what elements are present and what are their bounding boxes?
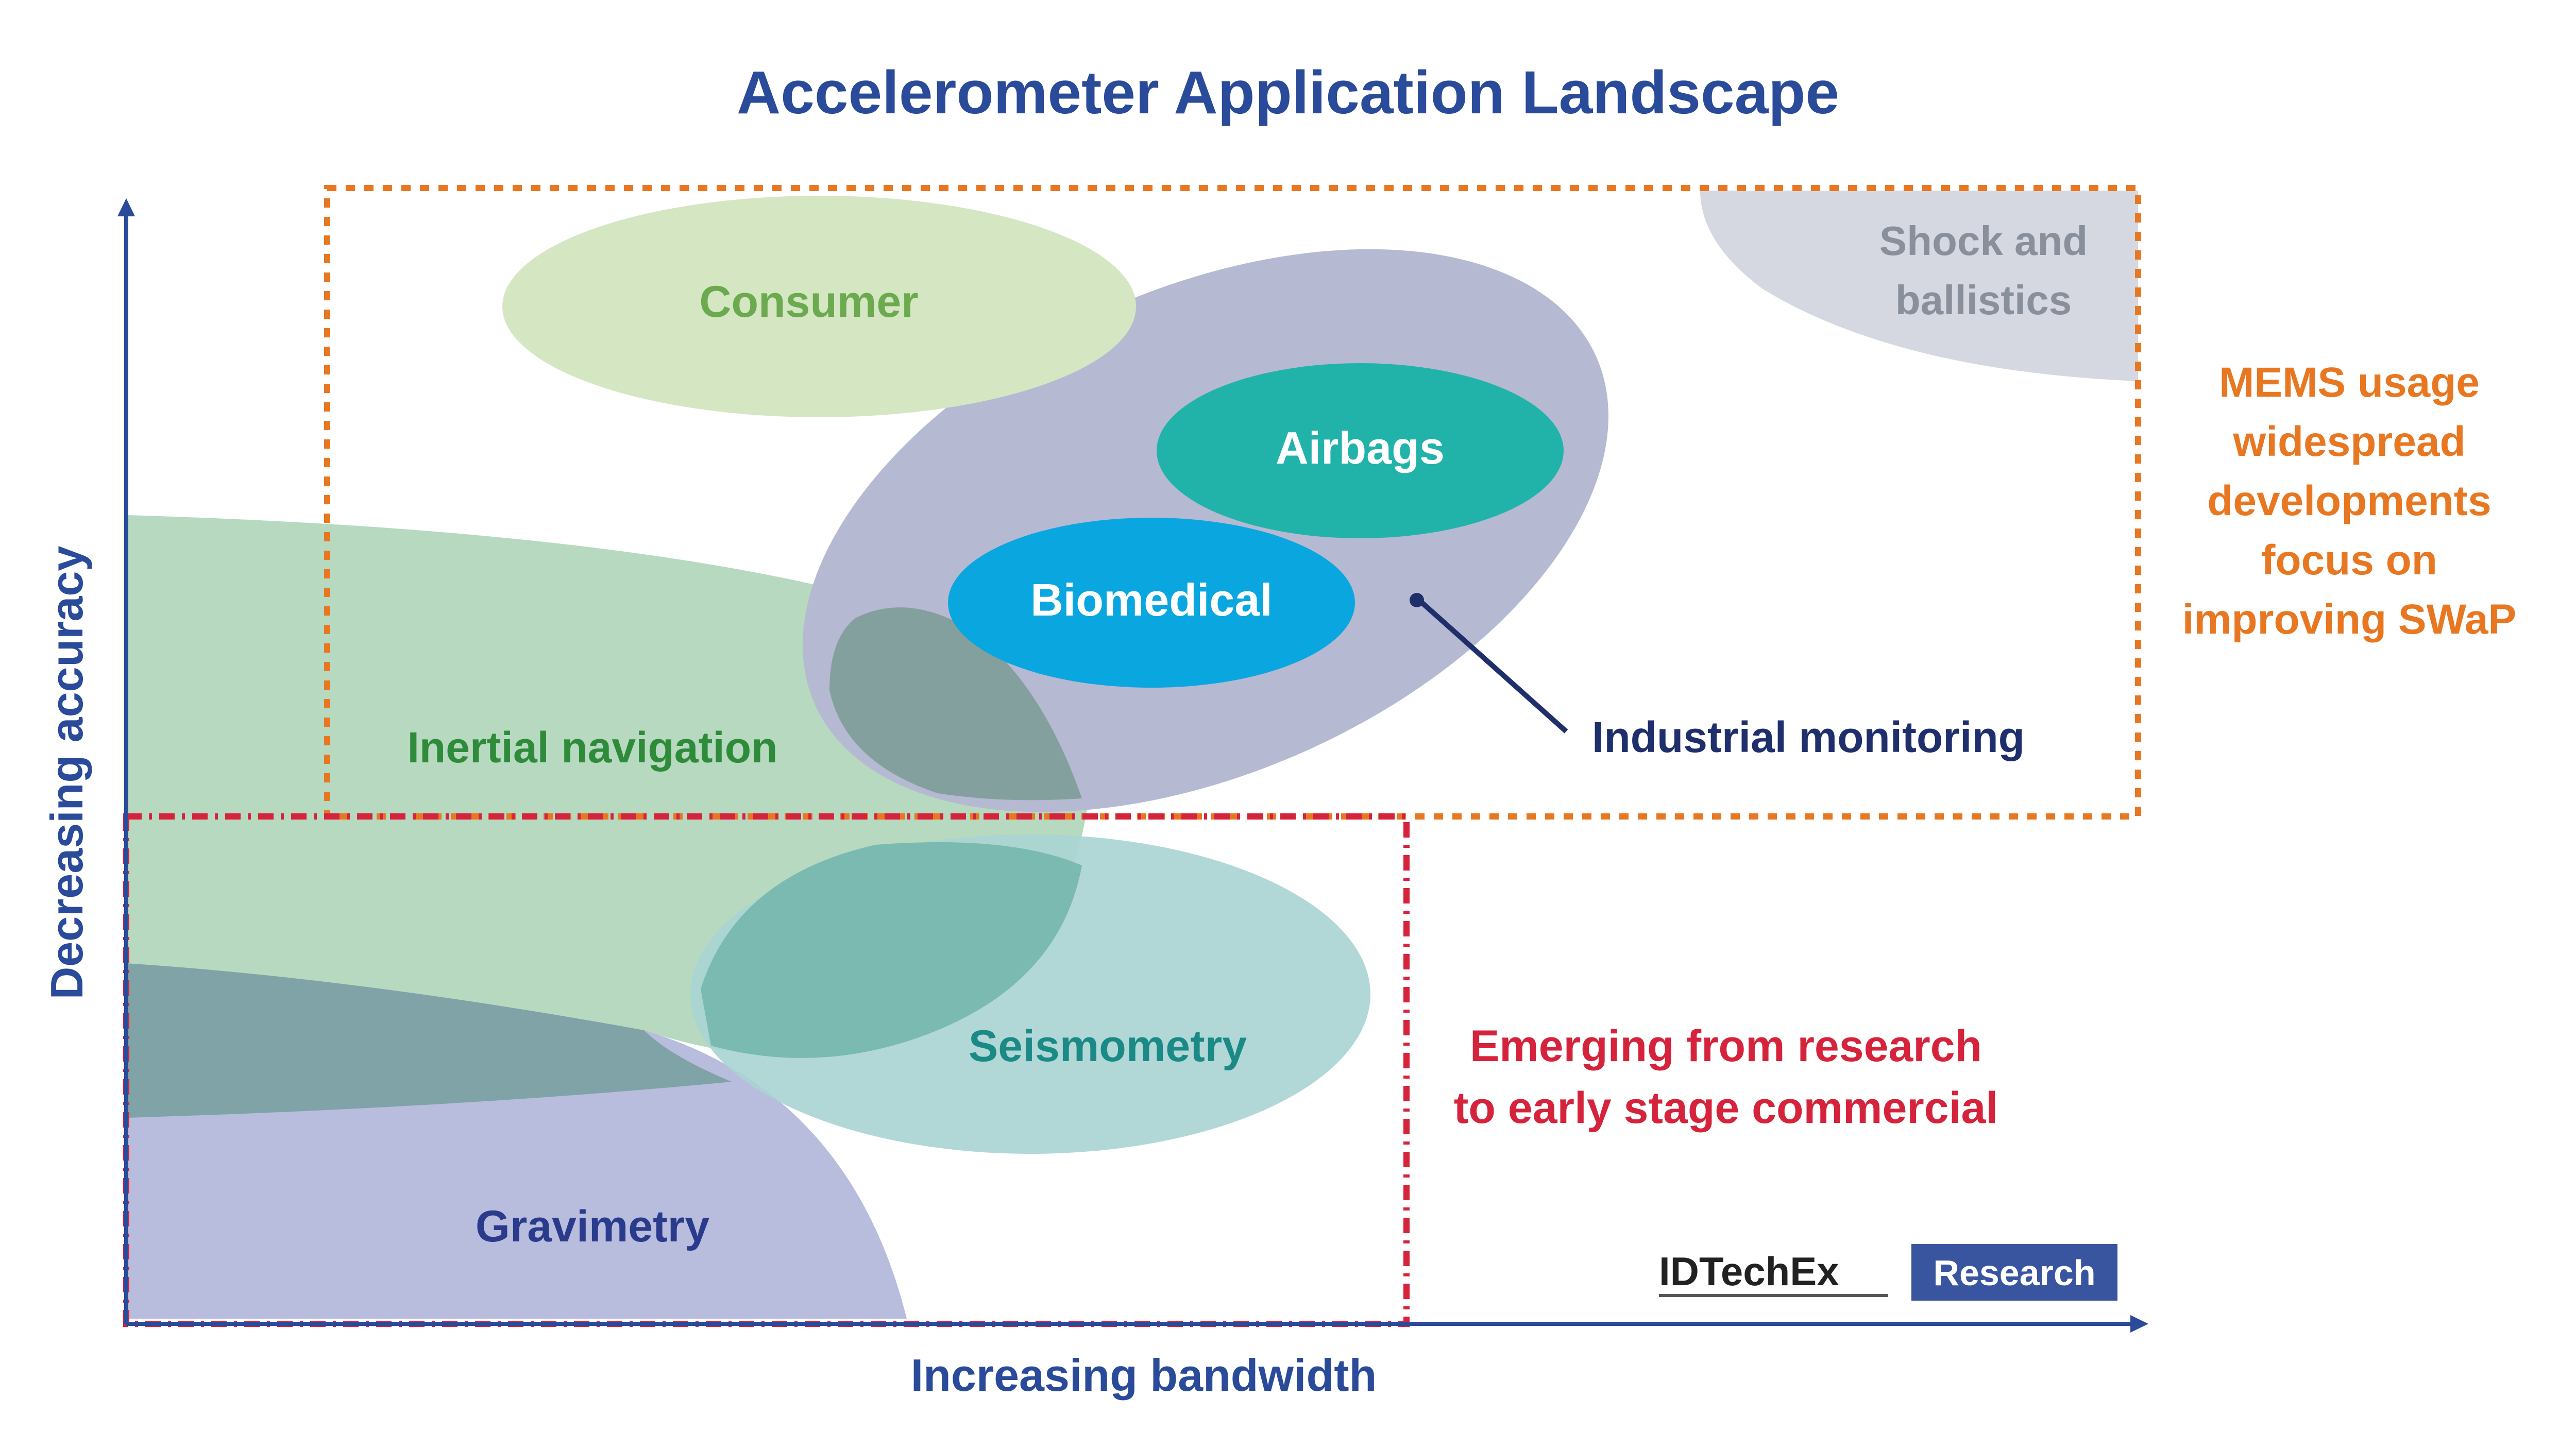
- inertial-gravimetry-overlap: [126, 963, 732, 1118]
- seismometry-inertial-overlap: [701, 842, 1082, 1058]
- mems-label-line-5: improving SWaP: [2182, 596, 2516, 643]
- gravimetry-label: Gravimetry: [476, 1202, 709, 1251]
- mems-label-line-2: widespread: [2232, 418, 2465, 465]
- industrial-inertial-overlap: [829, 607, 1082, 800]
- biomedical-label: Biomedical: [1030, 574, 1272, 625]
- industrial-monitoring-label: Industrial monitoring: [1592, 713, 2025, 761]
- y-axis-arrow-icon: [117, 198, 135, 216]
- idtechex-logo-text: IDTechEx: [1659, 1249, 1839, 1294]
- x-axis-arrow-icon: [2130, 1315, 2148, 1333]
- airbags-label: Airbags: [1276, 422, 1445, 473]
- inertial-navigation-label: Inertial navigation: [408, 723, 778, 772]
- research-logo-text: Research: [1933, 1253, 2095, 1293]
- mems-label-line-1: MEMS usage: [2219, 359, 2480, 406]
- seismometry-label: Seismometry: [969, 1021, 1247, 1071]
- industrial-pointer-line: [1420, 601, 1568, 734]
- consumer-label: Consumer: [699, 277, 918, 327]
- airbags-region: [1157, 363, 1564, 538]
- biomedical-region: [948, 518, 1355, 688]
- mems-label-line-3: developments: [2207, 478, 2491, 524]
- mems-label-line-4: focus on: [2261, 537, 2437, 584]
- shock-label-line-2: ballistics: [1895, 277, 2072, 323]
- shock-label-line-1: Shock and: [1879, 218, 2088, 264]
- emerging-label-line-1: Emerging from research: [1470, 1021, 1982, 1071]
- consumer-region: [502, 196, 1136, 417]
- diagram-title: Accelerometer Application Landscape: [737, 59, 1839, 127]
- y-axis-label: Decreasing accuracy: [41, 546, 92, 1000]
- mems-region-border: [324, 185, 2141, 820]
- x-axis-label: Increasing bandwidth: [911, 1350, 1377, 1401]
- industrial-pointer-dot-icon: [1410, 593, 1424, 607]
- research-logo-box: [1911, 1244, 2117, 1301]
- shock-ballistics-region: [1700, 191, 2138, 381]
- emerging-label-line-2: to early stage commercial: [1454, 1083, 1998, 1133]
